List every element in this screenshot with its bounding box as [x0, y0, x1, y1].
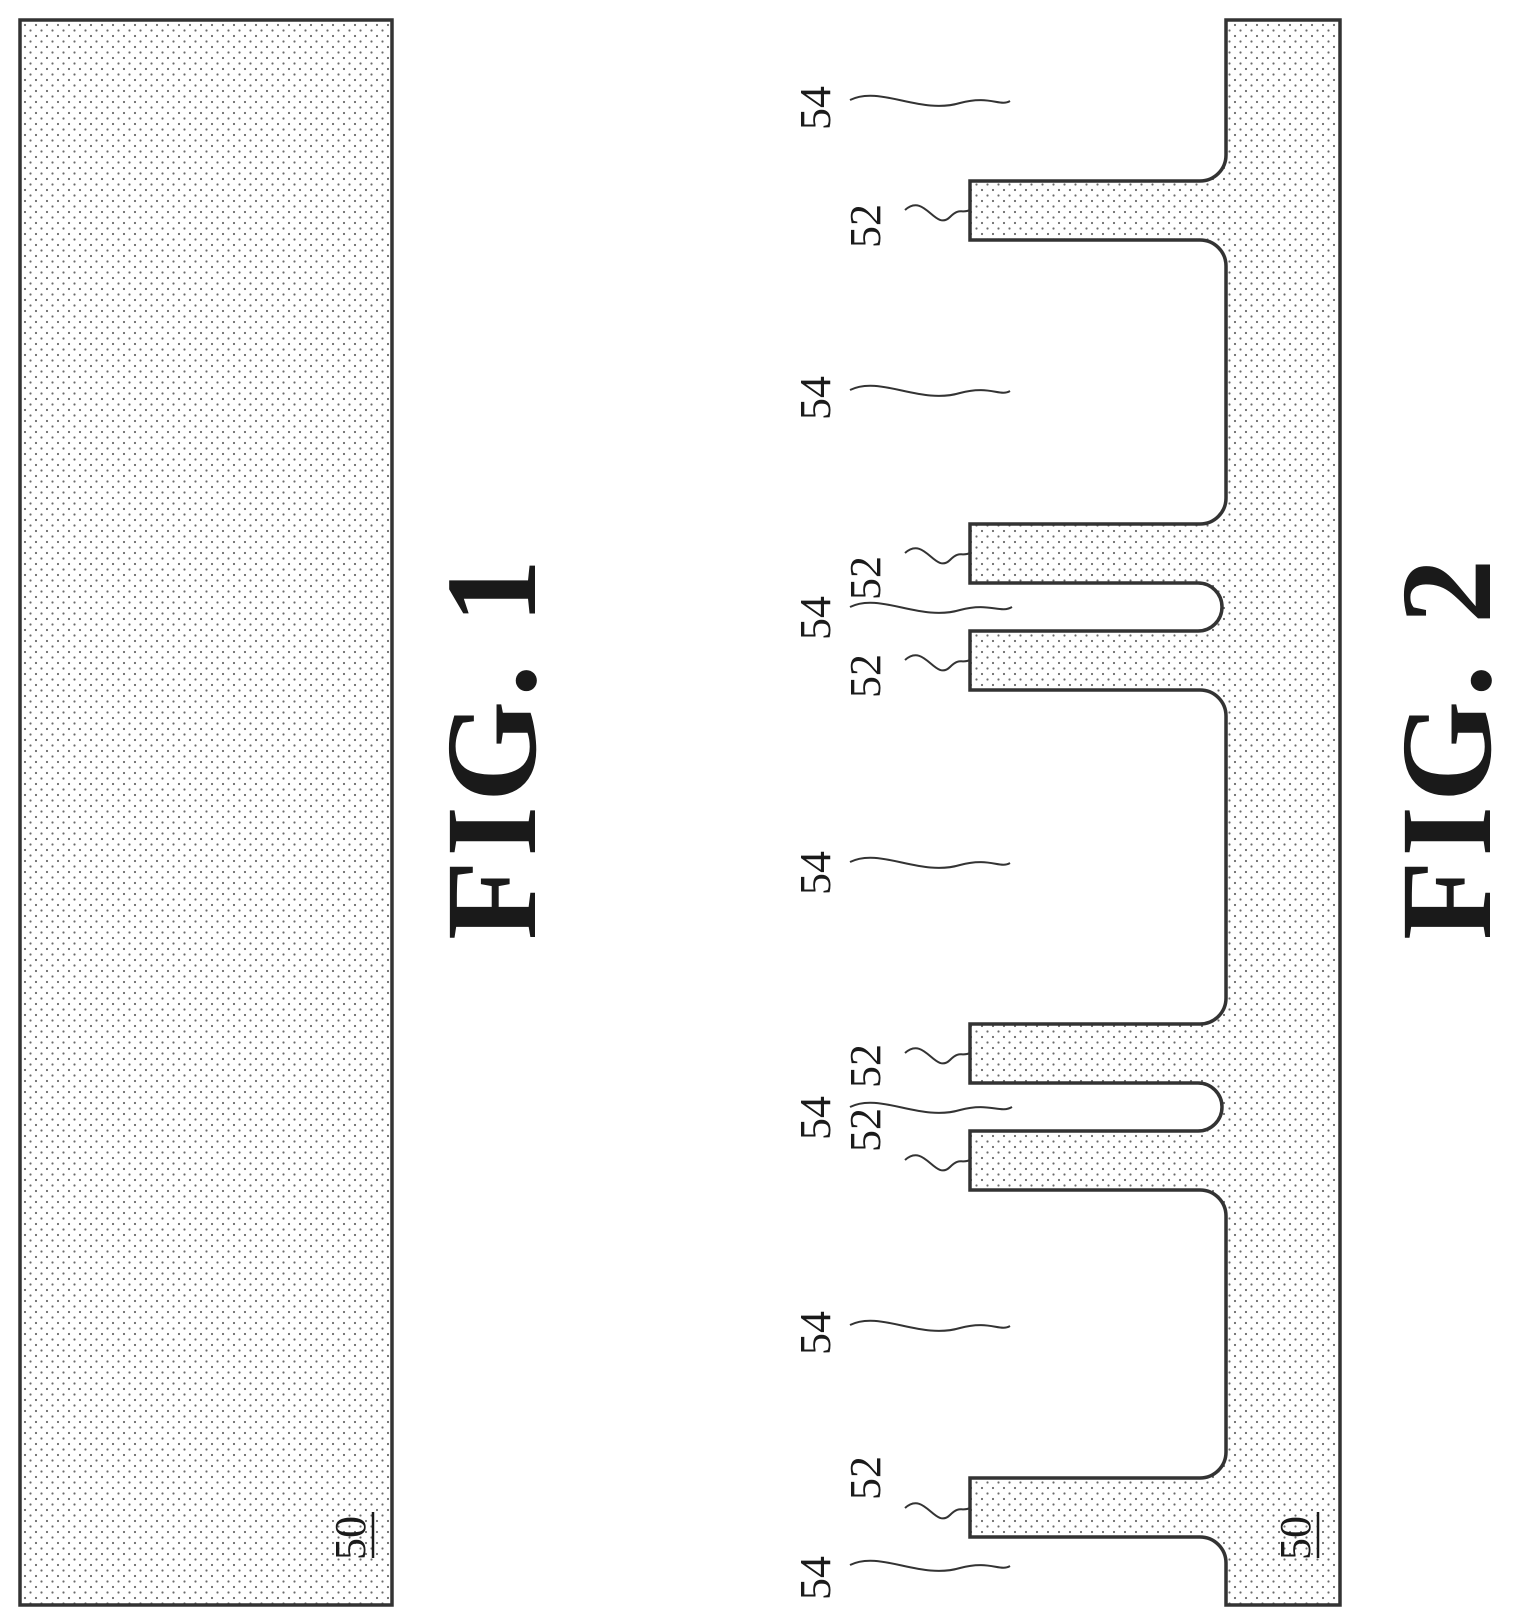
fig2-leader-52-4 — [905, 655, 970, 670]
fig2-ref-52-1: 52 — [841, 1456, 890, 1500]
fig2-ref-52-3: 52 — [841, 1044, 890, 1088]
fig2-ref-52-2: 52 — [841, 1108, 890, 1152]
fig2-ref-54-5-group: 54 — [791, 596, 840, 640]
fig2: 52 52 52 52 52 52 54 54 54 54 54 — [791, 20, 1514, 1605]
fig2-substrate-with-fins — [970, 20, 1340, 1605]
fig1-substrate-ref: 50 — [326, 1516, 375, 1560]
fig1-substrate-block — [20, 20, 392, 1605]
fig1-label: FIG. 1 — [420, 555, 564, 940]
fig2-ref-54-2-group: 54 — [791, 1311, 840, 1355]
fig2-leader-52-6 — [905, 205, 970, 220]
fig2-ref-52-5: 52 — [841, 556, 890, 600]
fig2-leader-54-7 — [850, 96, 1010, 106]
fig2-leader-54-2 — [850, 1321, 1010, 1331]
fig2-ref-52-1-group: 52 — [841, 1456, 890, 1500]
fig2-ref-54-1: 54 — [791, 1556, 840, 1600]
fig2-leader-54-1 — [850, 1561, 1010, 1571]
fig2-ref-52-2-group: 52 — [841, 1108, 890, 1152]
fig2-ref-52-5-group: 52 — [841, 556, 890, 600]
fig2-ref-54-6-group: 54 — [791, 376, 840, 420]
fig2-ref-54-5: 54 — [791, 596, 840, 640]
fig2-substrate-ref: 50 — [1271, 1516, 1320, 1560]
fig2-ref-54-3-group: 54 — [791, 1096, 840, 1140]
fig2-ref-54-1-group: 54 — [791, 1556, 840, 1600]
fig2-ref-54-7-group: 54 — [791, 86, 840, 130]
fig2-leader-54-5 — [850, 603, 1012, 613]
fig2-ref-52-4: 52 — [841, 654, 890, 698]
fig2-ref-54-6: 54 — [791, 376, 840, 420]
fig2-label: FIG. 2 — [1375, 555, 1514, 940]
fig2-ref-54-7: 54 — [791, 86, 840, 130]
fig2-leader-52-2 — [905, 1155, 970, 1170]
fig2-leader-54-6 — [850, 386, 1010, 396]
fig2-ref-52-3-group: 52 — [841, 1044, 890, 1088]
fig2-ref-52-6: 52 — [841, 204, 890, 248]
fig2-leader-52-3 — [905, 1048, 970, 1063]
fig2-ref-54-2: 54 — [791, 1311, 840, 1355]
fig2-substrate-ref-group: 50 — [1271, 1512, 1320, 1560]
fig2-leader-52-1 — [905, 1503, 970, 1518]
fig2-ref-54-3: 54 — [791, 1096, 840, 1140]
fig2-leader-52-5 — [905, 548, 970, 563]
fig2-ref-54-4: 54 — [791, 851, 840, 895]
fig1-substrate-ref-group: 50 — [326, 1512, 375, 1560]
fig2-ref-54-4-group: 54 — [791, 851, 840, 895]
fig2-ref-52-4-group: 52 — [841, 654, 890, 698]
fig1: 50 FIG. 1 — [20, 20, 564, 1605]
fig2-ref-52-6-group: 52 — [841, 204, 890, 248]
fig2-leader-54-4 — [850, 858, 1010, 868]
